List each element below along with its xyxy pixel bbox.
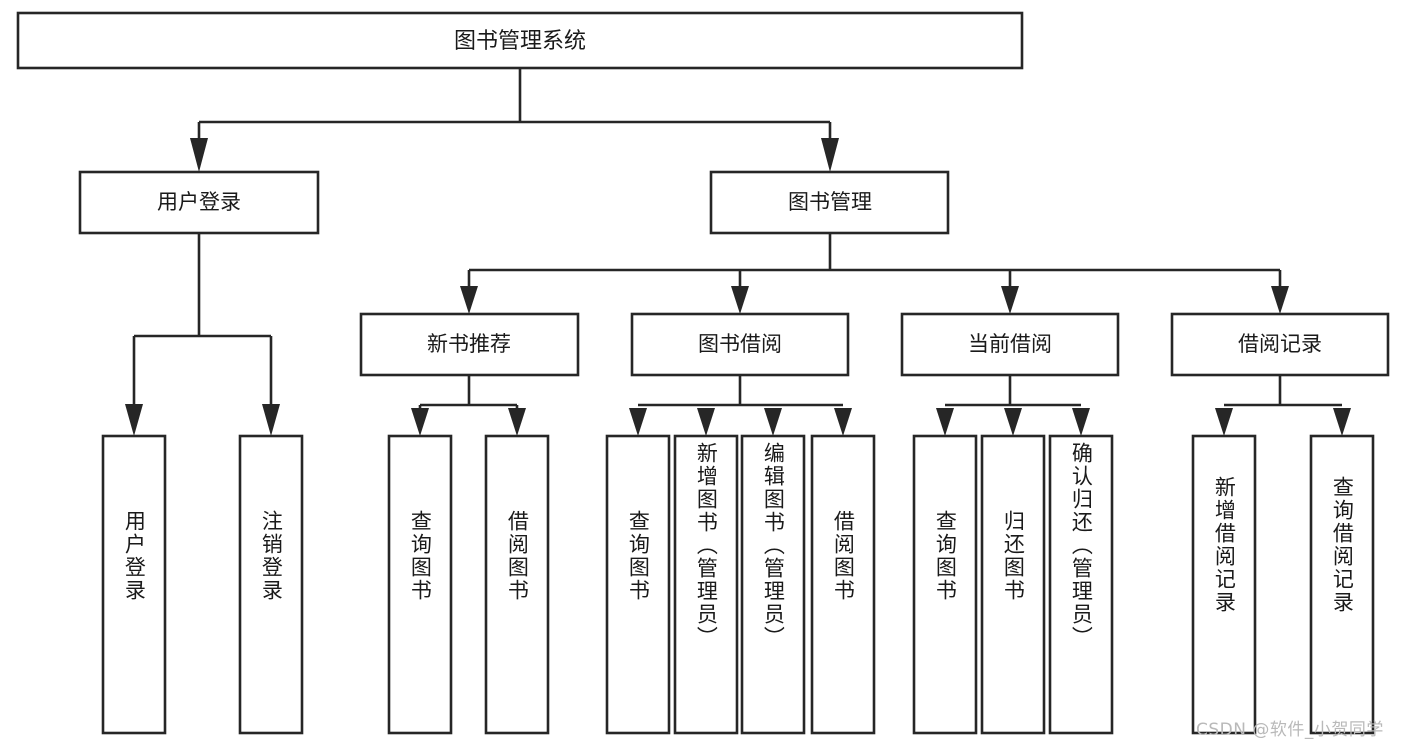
arrow-to-newbook-leaf-2: [508, 408, 526, 436]
node-user-login[interactable]: 用户登录: [78, 170, 320, 235]
node-current-borrow[interactable]: 当前借阅: [900, 312, 1120, 377]
arrow-to-book-borrow: [731, 286, 749, 314]
arrow-to-currentborrow-leaf-2: [1004, 408, 1022, 436]
arrow-to-user-login: [190, 138, 208, 172]
leaf-node-currentborrow-query-book[interactable]: [912, 434, 978, 735]
leaf-node-bookborrow-edit-book[interactable]: [740, 434, 806, 735]
arrow-to-leaf-user-login: [125, 404, 143, 436]
node-book-manage[interactable]: 图书管理: [709, 170, 950, 235]
arrow-to-currentborrow-leaf-1: [936, 408, 954, 436]
arrow-to-bookborrow-leaf-1: [629, 408, 647, 436]
arrow-to-bookborrow-leaf-2: [697, 408, 715, 436]
node-book-manage-label: 图书管理: [788, 190, 872, 214]
leaf-node-bookborrow-query-book[interactable]: [605, 434, 671, 735]
connectors-layer: [125, 68, 1351, 436]
leaf-node-currentborrow-return-book[interactable]: [980, 434, 1046, 735]
arrow-to-current-borrow: [1001, 286, 1019, 314]
watermark-text: CSDN @软件_小贺同学: [1196, 720, 1384, 740]
arrow-to-new-book: [460, 286, 478, 314]
leaf-node-logout[interactable]: [238, 434, 304, 735]
leaf-node-currentborrow-confirm-return[interactable]: [1048, 434, 1114, 735]
leaf-node-newbook-query-book[interactable]: [387, 434, 453, 735]
node-new-book-label: 新书推荐: [427, 332, 511, 356]
node-user-login-label: 用户登录: [157, 190, 241, 214]
node-book-borrow-label: 图书借阅: [698, 332, 782, 356]
leaf-node-user-login-query[interactable]: [101, 434, 167, 735]
arrow-to-newbook-leaf-1: [411, 408, 429, 436]
leaf-node-bookborrow-add-book[interactable]: [673, 434, 739, 735]
leaf-node-newbook-borrow-book[interactable]: [484, 434, 550, 735]
nodes-layer: 图书管理系统 用户登录 图书管理 新书推荐 图书借阅 当前: [16, 11, 1390, 735]
leaf-node-borrowrecord-query-record[interactable]: [1309, 434, 1375, 735]
node-borrow-record[interactable]: 借阅记录: [1170, 312, 1390, 377]
node-current-borrow-label: 当前借阅: [968, 332, 1052, 356]
arrow-to-book-manage: [821, 138, 839, 172]
arrow-to-borrowrecord-leaf-2: [1333, 408, 1351, 436]
leaf-node-bookborrow-borrow-book[interactable]: [810, 434, 876, 735]
arrow-to-borrowrecord-leaf-1: [1215, 408, 1233, 436]
arrow-to-currentborrow-leaf-3: [1072, 408, 1090, 436]
arrow-to-bookborrow-leaf-4: [834, 408, 852, 436]
node-new-book[interactable]: 新书推荐: [359, 312, 580, 377]
arrow-to-leaf-logout: [262, 404, 280, 436]
arrow-to-borrow-record: [1271, 286, 1289, 314]
node-root[interactable]: 图书管理系统: [16, 11, 1024, 70]
node-book-borrow[interactable]: 图书借阅: [630, 312, 850, 377]
arrow-to-bookborrow-leaf-3: [764, 408, 782, 436]
node-borrow-record-label: 借阅记录: [1238, 332, 1322, 356]
leaf-node-borrowrecord-add-record[interactable]: [1191, 434, 1257, 735]
node-root-label: 图书管理系统: [454, 29, 586, 54]
